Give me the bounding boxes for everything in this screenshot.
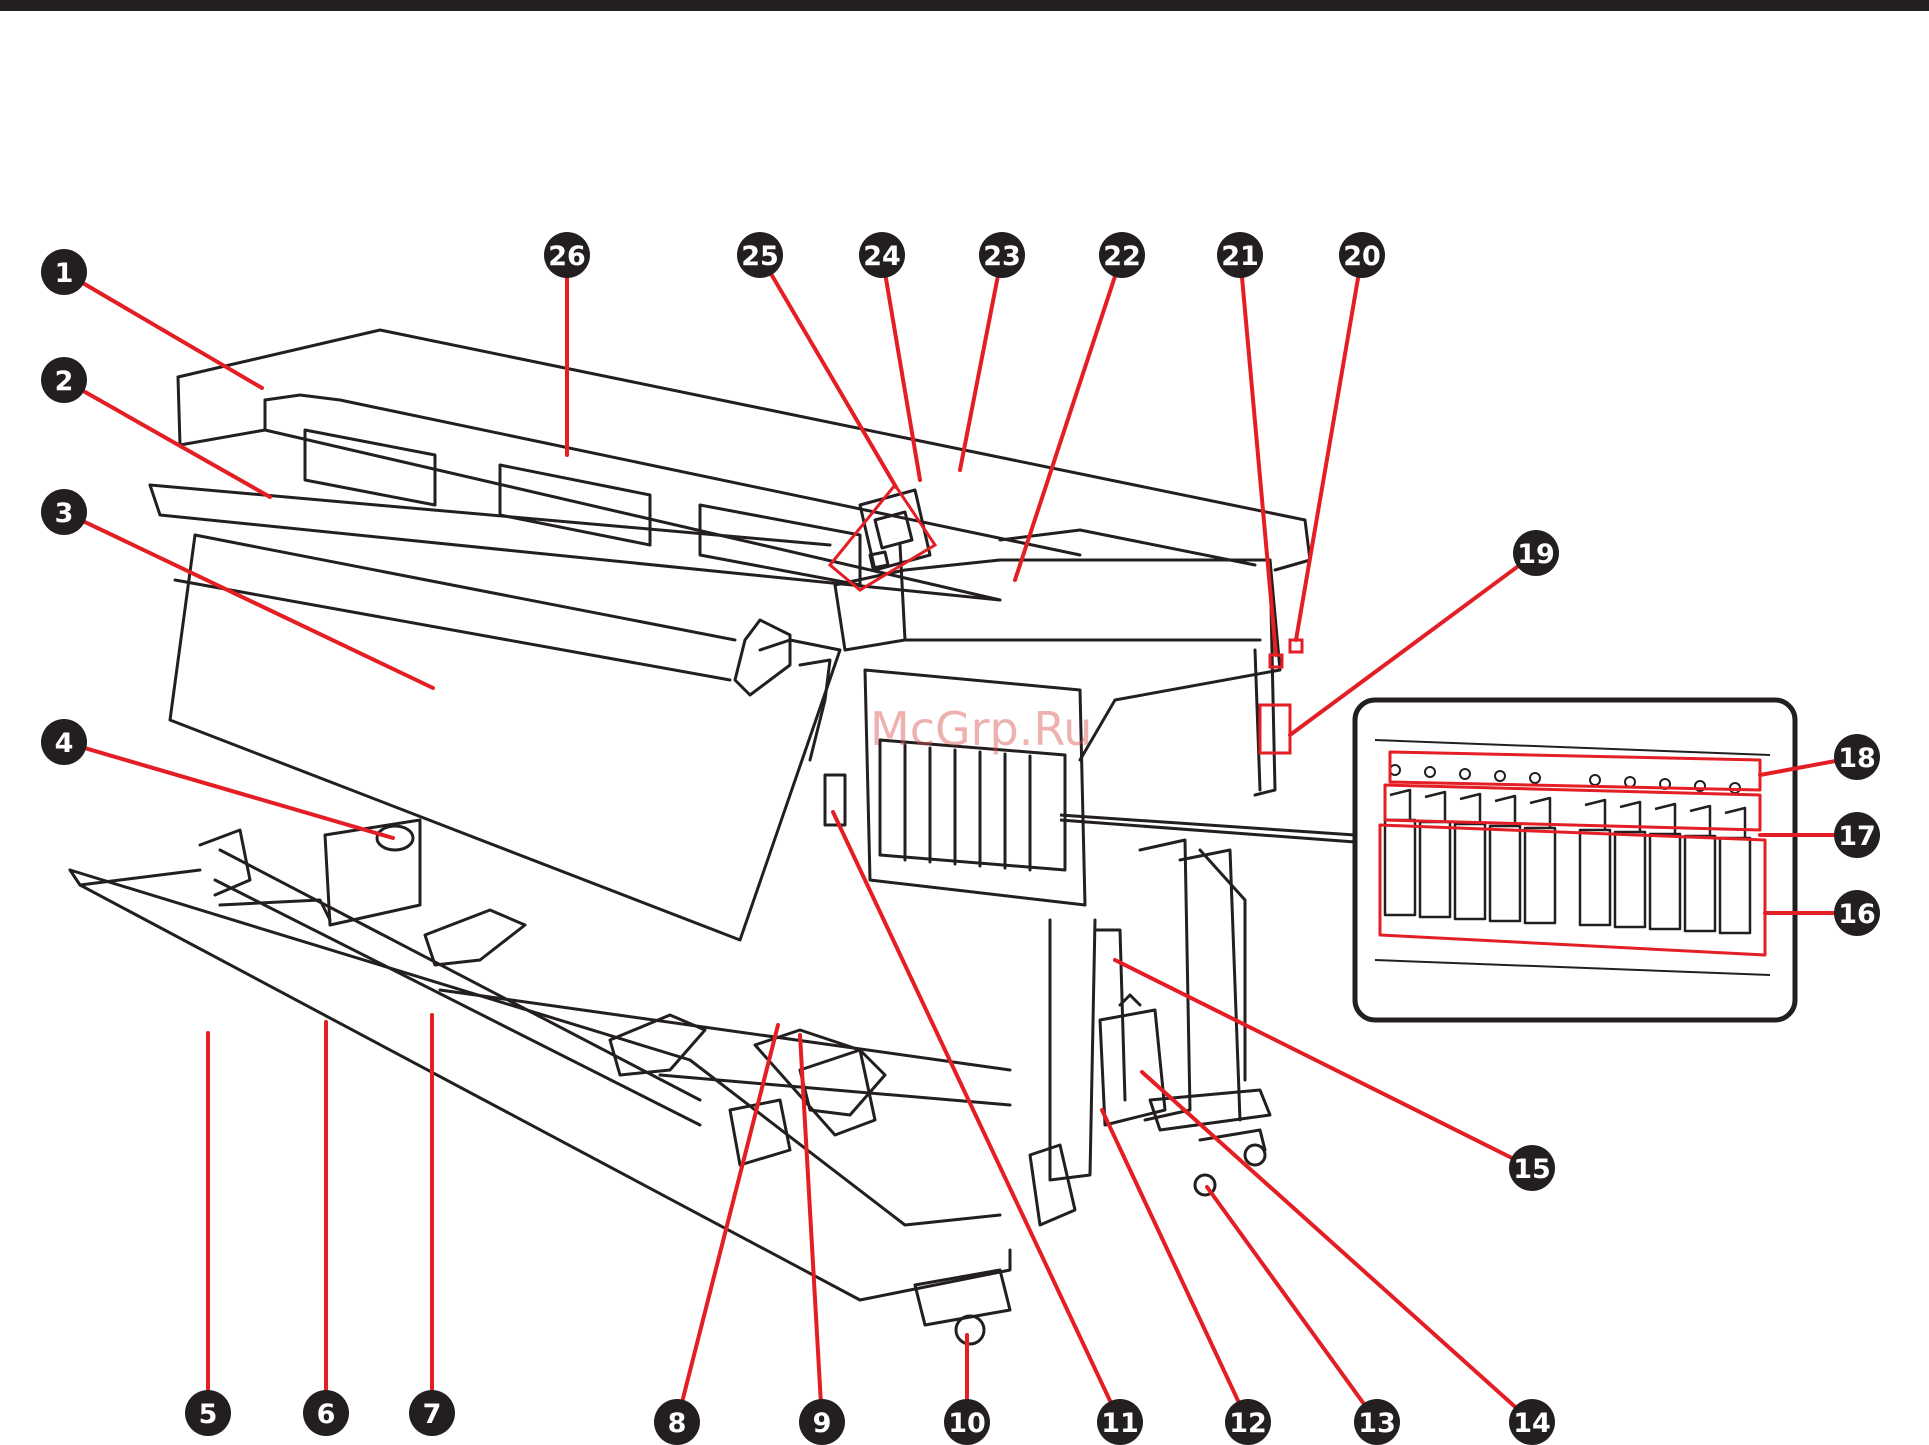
leader-line-1: [84, 284, 262, 388]
callout-number-21: 21: [1221, 241, 1259, 272]
callout-number-2: 2: [55, 366, 74, 397]
callout-number-18: 18: [1838, 743, 1876, 774]
callout-number-22: 22: [1103, 241, 1141, 272]
callout-number-8: 8: [668, 1408, 687, 1439]
leader-line-13: [1207, 1187, 1364, 1403]
callout-number-10: 10: [948, 1408, 986, 1439]
callout-number-16: 16: [1838, 899, 1876, 930]
callout-number-13: 13: [1358, 1408, 1396, 1439]
callout-number-20: 20: [1343, 241, 1381, 272]
leader-line-21: [1242, 278, 1276, 655]
watermark-text: McGrp.Ru: [870, 702, 1092, 756]
callout-number-23: 23: [983, 241, 1021, 272]
callout-number-26: 26: [548, 241, 586, 272]
callout-number-12: 12: [1229, 1408, 1267, 1439]
callout-number-9: 9: [813, 1408, 832, 1439]
callout-number-24: 24: [863, 241, 901, 272]
callout-number-15: 15: [1513, 1154, 1551, 1185]
leader-line-25: [772, 275, 896, 487]
callout-number-7: 7: [423, 1399, 442, 1430]
leader-line-11: [833, 812, 1110, 1401]
leader-line-2: [84, 391, 270, 497]
callout-number-3: 3: [55, 498, 74, 529]
ink-cartridge-inset: [1060, 700, 1795, 1020]
leader-line-23: [960, 278, 998, 470]
leader-line-4: [86, 748, 393, 838]
callout-number-4: 4: [55, 728, 74, 759]
callout-number-1: 1: [55, 258, 74, 289]
leader-line-20: [1296, 278, 1358, 640]
callout-number-25: 25: [741, 241, 779, 272]
callout-number-19: 19: [1517, 539, 1555, 570]
callout-number-11: 11: [1101, 1408, 1139, 1439]
callout-number-17: 17: [1838, 821, 1876, 852]
printer-illustration: [70, 330, 1310, 1344]
leader-line-19: [1290, 567, 1518, 735]
leader-line-24: [886, 278, 920, 480]
leader-line-12: [1102, 1110, 1238, 1401]
callout-number-6: 6: [317, 1399, 336, 1430]
callout-number-5: 5: [199, 1399, 218, 1430]
callout-number-14: 14: [1513, 1408, 1551, 1439]
